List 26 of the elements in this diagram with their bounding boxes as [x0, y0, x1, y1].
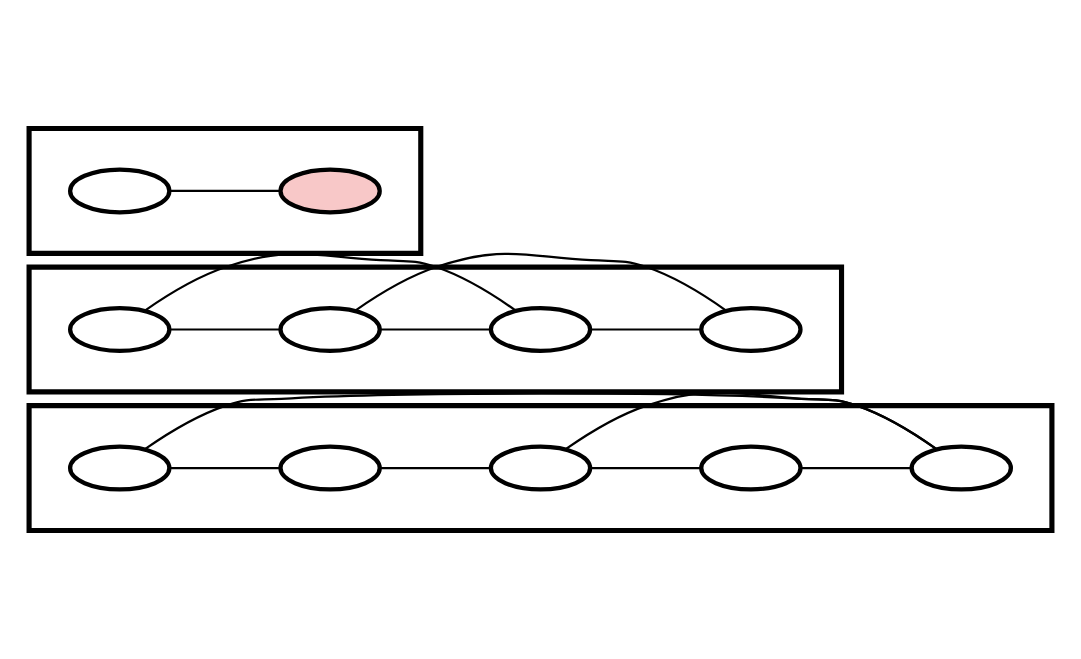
connector [380, 328, 491, 331]
connector [380, 466, 491, 470]
connector [144, 392, 937, 450]
connector [590, 466, 701, 470]
cluster [26, 264, 845, 395]
node-circle [488, 306, 593, 353]
connector [169, 189, 281, 193]
node-circle [488, 444, 593, 492]
node-circle [278, 306, 382, 353]
node-circle [68, 444, 172, 492]
connector [590, 328, 701, 331]
node-circle [68, 167, 172, 215]
node-circle [68, 306, 172, 353]
cluster [26, 125, 424, 256]
connector [169, 466, 281, 470]
cluster [26, 403, 1055, 534]
connector [355, 252, 727, 312]
node-circle [278, 444, 382, 492]
node-circle [699, 306, 803, 353]
node-circle [909, 444, 1013, 492]
node-circle [699, 444, 803, 492]
connector [169, 328, 281, 331]
connector [565, 391, 937, 450]
connector [801, 466, 912, 470]
connector [144, 252, 517, 312]
node-circle [278, 167, 382, 215]
